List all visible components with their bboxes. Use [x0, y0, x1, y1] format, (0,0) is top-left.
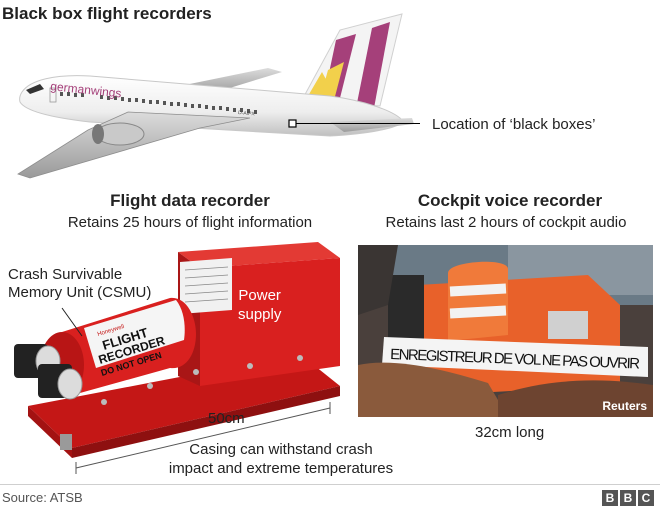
csmu-label-line2: Memory Unit (CSMU) — [8, 284, 152, 301]
power-label-line1: Power — [238, 287, 281, 304]
csmu-label-plate — [84, 300, 185, 368]
mount-foot — [60, 434, 72, 450]
black-box-marker — [288, 119, 297, 128]
footer-divider — [0, 484, 660, 485]
tail-stabiliser — [330, 118, 414, 132]
bbc-logo-letter-1: B — [602, 490, 618, 506]
csmu-pointer — [61, 307, 83, 337]
casing-note: Casing can withstand crash impact and ex… — [150, 440, 412, 478]
source-note: Source: ATSB — [2, 490, 83, 505]
near-wing — [17, 111, 251, 179]
cabin-windows — [60, 92, 257, 114]
connector-cap-lower — [57, 368, 83, 400]
base-plate-top — [28, 354, 340, 448]
cvr-stripe-1 — [449, 283, 507, 297]
aircraft-illustration: germanwings D-AIPX — [17, 13, 420, 179]
registration-text: D-AIPX — [238, 110, 256, 117]
hands-right — [498, 380, 653, 417]
fdr-heading: Flight data recorder — [110, 191, 270, 210]
cvr-subheading: Retains last 2 hours of cockpit audio — [385, 214, 627, 231]
info-plate-lines — [184, 266, 229, 303]
csmu-label: Crash Survivable Memory Unit (CSMU) — [8, 266, 151, 302]
cvr-label-strip — [382, 337, 648, 377]
cvr-size-label: 32cm long — [475, 424, 545, 441]
casing-note-line2: impact and extreme temperatures — [168, 460, 394, 477]
csmu-label-line1: Crash Survivable — [8, 266, 123, 283]
bbc-logo-letter-3: C — [638, 490, 654, 506]
power-box-front — [200, 258, 340, 386]
cvr-plate — [548, 311, 588, 339]
cabin-door — [49, 87, 57, 103]
cvr-photo: ENREGISTREUR DE VOL NE PAS OUVRIR Reuter… — [358, 245, 653, 417]
engine-intake — [92, 124, 104, 144]
bbc-logo: B B C — [602, 490, 654, 506]
fdr-size-label: 50cm — [208, 410, 245, 427]
cvr-photo-illustration: ENREGISTREUR DE VOL NE PAS OUVRIR — [358, 245, 653, 417]
background-person — [358, 245, 398, 315]
power-label-line2: supply — [238, 306, 282, 323]
scale-line — [75, 407, 331, 469]
base-plate-front — [72, 386, 340, 458]
cockpit-window — [26, 84, 44, 94]
cvr-heading: Cockpit voice recorder — [417, 191, 603, 210]
tail-stripe-purple-2 — [356, 22, 390, 108]
cvr-cylinder — [448, 261, 508, 341]
black-box-location-label: Location of ‘black boxes’ — [432, 116, 596, 133]
flight-data-recorder-illustration: Honeywell FLIGHT RECORDER DO NOT OPEN — [14, 242, 340, 474]
bolts — [101, 355, 303, 405]
hands-left — [358, 362, 508, 417]
power-supply-label: Power supply — [238, 286, 281, 324]
cvr-stripe-2 — [449, 305, 507, 319]
bbc-logo-letter-2: B — [620, 490, 636, 506]
photo-credit: Reuters — [602, 399, 647, 413]
casing-note-line1: Casing can withstand crash — [189, 441, 373, 458]
infographic-title: Black box flight recorders — [2, 4, 212, 23]
fdr-subheading: Retains 25 hours of flight information — [67, 214, 313, 231]
cvr-connector — [388, 275, 424, 345]
